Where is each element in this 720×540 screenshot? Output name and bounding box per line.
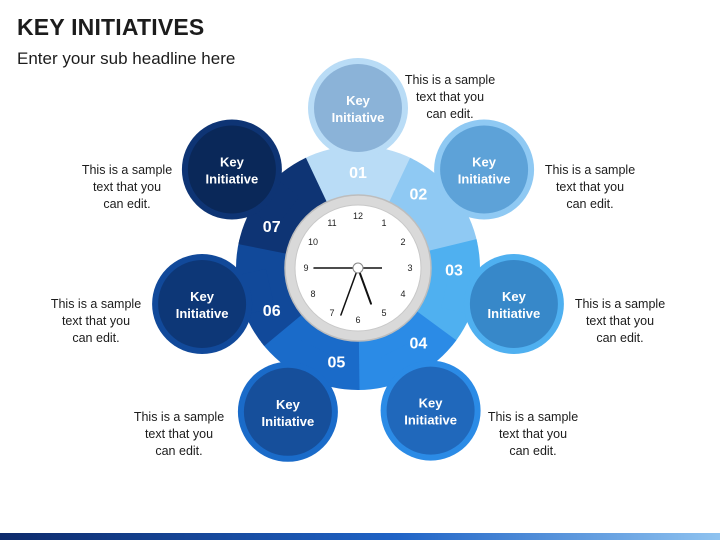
initiative-circle-02 bbox=[440, 125, 529, 214]
clock-number: 8 bbox=[310, 289, 315, 299]
clock-number: 11 bbox=[327, 218, 336, 228]
clock-number: 6 bbox=[355, 315, 360, 325]
initiative-number-01: 01 bbox=[349, 165, 367, 182]
page-title: KEY INITIATIVES bbox=[17, 14, 205, 40]
clock-number: 3 bbox=[407, 263, 412, 273]
initiative-circle-01 bbox=[314, 64, 402, 152]
clock-hour-hand bbox=[357, 267, 372, 305]
initiative-circle-03 bbox=[469, 260, 558, 348]
initiative-number-03: 03 bbox=[445, 263, 463, 280]
clock-number: 10 bbox=[308, 237, 318, 247]
clock-pivot bbox=[352, 262, 364, 274]
clock-minute-hand bbox=[340, 267, 359, 316]
page-subtitle: Enter your sub headline here bbox=[17, 49, 236, 68]
clock-hands bbox=[313, 262, 382, 316]
initiative-circle-04 bbox=[386, 366, 475, 455]
clock-number: 5 bbox=[381, 308, 386, 318]
initiative-circle-05 bbox=[243, 367, 332, 456]
initiative-circle-06 bbox=[158, 260, 247, 348]
initiative-number-04: 04 bbox=[410, 336, 428, 353]
footer-bar bbox=[0, 533, 720, 540]
initiative-number-06: 06 bbox=[263, 303, 281, 320]
initiative-number-05: 05 bbox=[328, 355, 346, 372]
inner-circle-layer bbox=[158, 64, 558, 456]
initiative-number-02: 02 bbox=[410, 186, 428, 203]
clock-number: 2 bbox=[400, 237, 405, 247]
clock-number: 9 bbox=[303, 263, 308, 273]
clock-number: 7 bbox=[329, 308, 334, 318]
initiative-circle-07 bbox=[187, 125, 276, 214]
clock-number: 1 bbox=[381, 218, 386, 228]
clock-number: 12 bbox=[353, 211, 363, 221]
clock-number: 4 bbox=[400, 289, 405, 299]
initiative-number-07: 07 bbox=[263, 219, 281, 236]
